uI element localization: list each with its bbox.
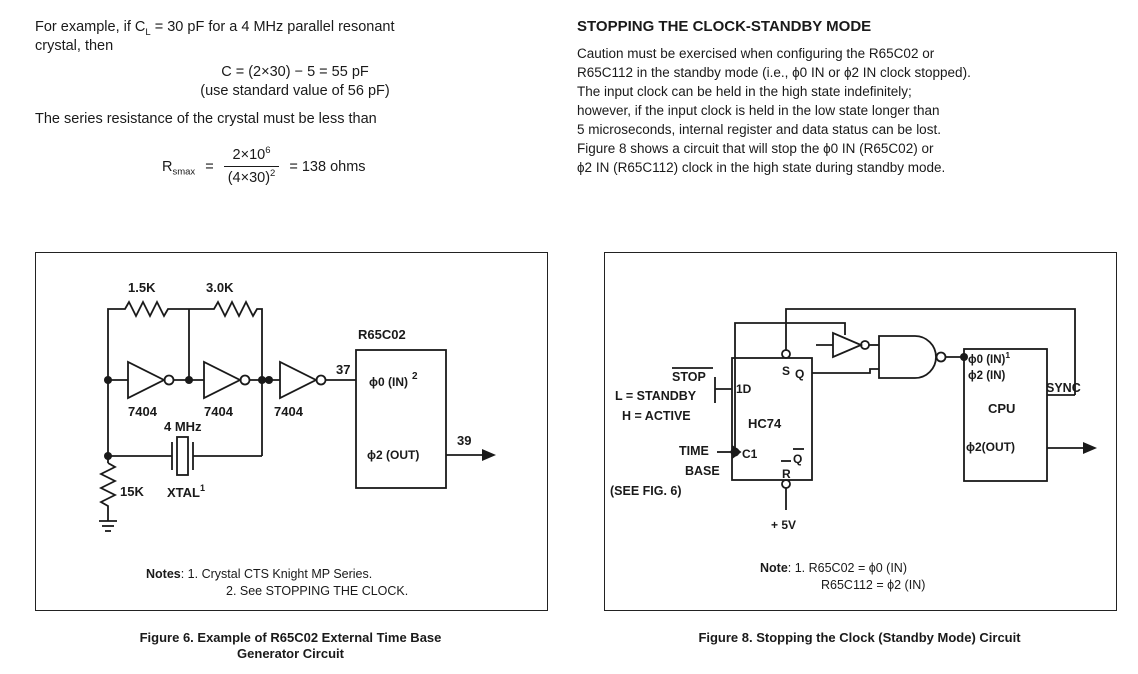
qbar-label: Q (793, 452, 802, 466)
para1-line2: crystal, then (35, 38, 114, 54)
pin37-label: 37 (336, 362, 350, 377)
cpu-label: CPU (988, 401, 1015, 416)
sync-feedback-wire (785, 308, 1076, 395)
clock-branch-wire (734, 322, 846, 452)
right-line: however, if the input clock is held in t… (577, 103, 940, 118)
right-line: R65C112 in the standby mode (i.e., ϕ0 IN… (577, 65, 971, 80)
left-paragraph-1: For example, if CL = 30 pF for a 4 MHz p… (35, 18, 555, 56)
r2-label: 3.0K (206, 280, 234, 295)
c1-label: C1 (742, 447, 758, 461)
phi0-in-label: ϕ0 (IN)2 (369, 371, 418, 389)
output-arrow (482, 449, 496, 461)
phi0-in-label: ϕ0 (IN)1 (968, 350, 1010, 366)
q-label: Q (795, 367, 804, 381)
phi2-out-label: ϕ2(OUT) (966, 440, 1015, 454)
figure-8-circuit: S Q 1D HC74 C1 R Q STOP L = STANDBY H = … (610, 308, 1097, 532)
figure-6-notes: Notes: 1. Crystal CTS Knight MP Series. … (146, 567, 409, 598)
inverter-gate (832, 331, 864, 359)
inverter-1 (127, 360, 167, 400)
freq-label: 4 MHz (164, 419, 202, 434)
inverter-3 (279, 360, 319, 400)
right-line: 5 microseconds, internal register and da… (577, 122, 941, 137)
right-line: Caution must be exercised when configuri… (577, 46, 935, 61)
resistor-15k (98, 462, 118, 521)
equation-capacitance: C = (2×30) − 5 = 55 pF (use standard val… (35, 63, 555, 101)
output-arrow (1083, 442, 1097, 454)
right-paragraph: Caution must be exercised when configuri… (577, 44, 1117, 177)
plus5v-label: + 5V (771, 518, 796, 532)
r1-label: 1.5K (128, 280, 156, 295)
r65c02-chip (355, 349, 447, 489)
inv3-label: 7404 (274, 404, 304, 419)
phi2-in-label: ϕ2 (IN) (968, 370, 1006, 382)
equation-resistance: Rsmax = 2×106 (4×30)2 = 138 ohms (162, 145, 366, 188)
chip-label: R65C02 (358, 327, 406, 342)
hc74-chip (731, 357, 813, 481)
inv2-label: 7404 (204, 404, 234, 419)
crystal-symbol (176, 436, 189, 476)
sync-label: SYNC (1046, 381, 1081, 395)
figure-8-frame: S Q 1D HC74 C1 R Q STOP L = STANDBY H = … (604, 252, 1117, 611)
inverter-2 (203, 360, 243, 400)
r-label: R (782, 467, 791, 481)
resistance-fraction: 2×106 (4×30)2 (223, 146, 280, 188)
para1-line1: For example, if CL = 30 pF for a 4 MHz p… (35, 19, 395, 38)
figure-6-frame: 1.5K 3.0K 7404 7404 7404 4 MHz XTAL1 (35, 252, 548, 611)
figure-6-circuit: 1.5K 3.0K 7404 7404 7404 4 MHz XTAL1 (98, 280, 496, 532)
s-label: S (782, 364, 790, 378)
right-line: Figure 8 shows a circuit that will stop … (577, 141, 934, 156)
base-label: BASE (685, 464, 720, 478)
phi2-out-label: ϕ2 (OUT) (367, 448, 419, 462)
eq1-line1: C = (2×30) − 5 = 55 pF (221, 64, 369, 80)
time-label: TIME (679, 444, 709, 458)
right-line: ϕ2 IN (R65C112) clock in the high state … (577, 160, 946, 175)
feedback-wire (107, 299, 263, 380)
see-fig-label: (SEE FIG. 6) (610, 484, 682, 498)
figure-8-notes: Note: 1. R65C02 = ϕ0 (IN) R65C112 = ϕ2 (… (760, 561, 926, 592)
figure-6-caption: Figure 6. Example of R65C02 External Tim… (139, 630, 442, 661)
pin39-label: 39 (457, 433, 471, 448)
inv1-label: 7404 (128, 404, 158, 419)
right-line: The input clock can be held in the high … (577, 84, 912, 99)
xtal-label: XTAL1 (167, 483, 205, 500)
r3-label: 15K (120, 484, 144, 499)
standby-label: L = STANDBY (615, 389, 697, 403)
nand-gate (878, 335, 937, 379)
left-paragraph-2: The series resistance of the crystal mus… (35, 111, 377, 127)
d1-label: 1D (736, 382, 752, 396)
hc74-label: HC74 (748, 416, 782, 431)
eq1-line2: (use standard value of 56 pF) (200, 83, 390, 99)
stop-label: STOP (672, 370, 706, 384)
cpu-chip (963, 348, 1048, 482)
figure-8-caption: Figure 8. Stopping the Clock (Standby Mo… (698, 630, 1021, 645)
section-heading: STOPPING THE CLOCK-STANDBY MODE (577, 18, 872, 35)
active-label: H = ACTIVE (622, 409, 691, 423)
